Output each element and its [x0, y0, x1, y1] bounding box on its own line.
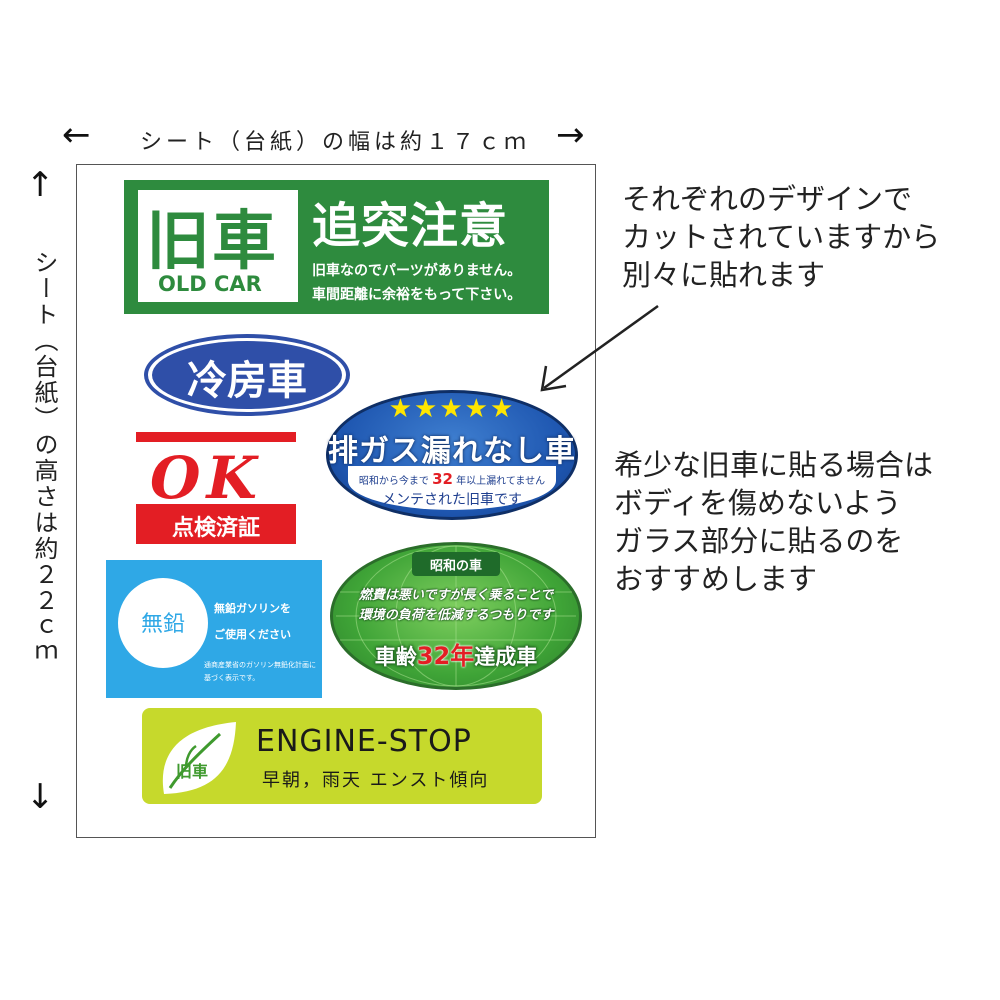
unleaded-note-1: 通商産業省のガソリン無鉛化計画に [204, 661, 316, 669]
leaf-icon [162, 722, 236, 794]
up-arrow-icon: ↑ [26, 165, 55, 205]
old-car-english: OLD CAR [158, 272, 262, 296]
old-car-kanji: 旧車 [146, 205, 278, 279]
unleaded-circle [118, 578, 208, 668]
engine-stop-subtitle: 早朝，雨天 エンスト傾向 [262, 770, 490, 791]
right-arrow-icon: → [556, 115, 585, 155]
glass-application-note: 希少な旧車に貼る場合は ボディを傷めないよう ガラス部分に貼るのを おすすめしま… [614, 446, 933, 598]
old-car-badge [138, 190, 298, 302]
leaf-label: 旧車 [176, 762, 209, 781]
pointer-arrow-icon [540, 304, 659, 392]
inspection-bar [136, 504, 296, 544]
no-exhaust-leak-years: 昭和から今まで 32 年以上漏れてません [358, 470, 546, 488]
ok-mark: OK [150, 444, 263, 512]
note-line: 希少な旧車に貼る場合は [614, 448, 934, 482]
star-rating-icon: ★★★★★ [388, 394, 516, 424]
old-car-note-2: 車間距離に余裕をもって下さい。 [312, 287, 522, 303]
left-arrow-icon: ← [62, 115, 91, 155]
showa-label: 昭和の車 [429, 559, 482, 574]
air-conditioned-text: 冷房車 [187, 358, 307, 404]
sticker-sheet [76, 164, 596, 838]
globe-grid-icon [336, 545, 576, 687]
note-line: それぞれのデザインで [622, 182, 913, 216]
note-line: 別々に貼れます [622, 258, 826, 292]
note-line: カットされていますから [622, 220, 941, 254]
note-line: ボディを傷めないよう [614, 486, 902, 520]
unleaded-note-2: 基づく表示です。 [204, 674, 260, 682]
no-exhaust-leak-maintained: メンテされた旧車です [382, 492, 522, 508]
unleaded-line-1: 無鉛ガソリンを [214, 602, 291, 615]
old-car-note-1: 旧車なのでパーツがありません。 [312, 263, 522, 279]
unleaded-circle-text: 無鉛 [140, 612, 185, 637]
note-line: ガラス部分に貼るのを [614, 524, 904, 558]
inspection-certified-text: 点検済証 [171, 516, 260, 541]
cut-separately-note: それぞれのデザインで カットされていますから 別々に貼れます [622, 180, 940, 294]
sheet-height-label: シート（台紙）の高さは約２２ｃｍ [30, 250, 58, 666]
air-conditioned-fill [152, 341, 342, 409]
showa-age-achieved: 車齢32年達成車 [374, 642, 538, 670]
unleaded-line-2: ご使用ください [214, 628, 291, 641]
showa-line-1: 燃費は悪いですが長く乗ることで [358, 588, 554, 603]
rear-collision-warning: 追突注意 [312, 198, 509, 254]
no-exhaust-leak-title: 排ガス漏れなし車 [328, 434, 576, 469]
sheet-width-label: シート（台紙）の幅は約１７ｃｍ [140, 130, 531, 155]
engine-stop-title: ENGINE-STOP [256, 724, 472, 759]
showa-line-2: 環境の負荷を低減するつもりです [358, 608, 554, 623]
showa-label-box [412, 552, 500, 576]
note-line: おすすめします [614, 562, 818, 596]
down-arrow-icon: ↓ [26, 777, 55, 817]
ok-top-stripe [136, 432, 296, 442]
